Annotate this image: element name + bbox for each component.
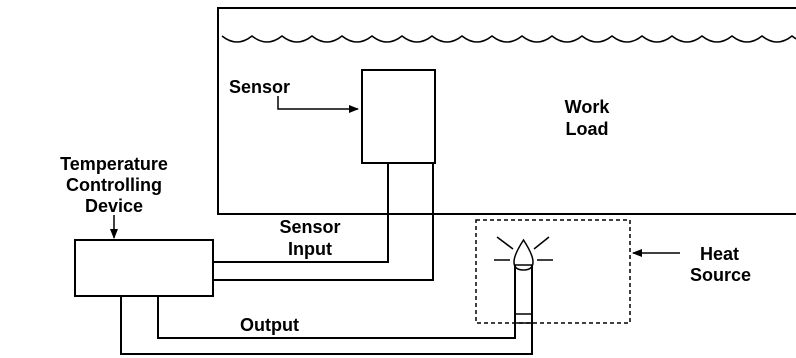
heat-source-label-line1: Heat — [700, 244, 739, 264]
work-load-tank — [217, 7, 796, 215]
work-load-label-line1: Work — [565, 97, 611, 117]
heat-source-enclosure — [475, 219, 631, 324]
output-wire-upper — [157, 265, 516, 339]
heat-source-label-line2: Source — [690, 265, 751, 285]
sensor-input-label-line2: Input — [288, 239, 332, 259]
burner-tube — [514, 264, 533, 324]
sensor-box — [361, 69, 436, 164]
output-wire-lower — [120, 265, 533, 355]
sensor-input-wire-inner — [213, 163, 389, 263]
flame-icon — [513, 238, 534, 271]
liquid-surface-waves — [221, 35, 796, 43]
temperature-device-label-line2: Controlling — [66, 175, 162, 195]
temperature-controlling-device-box — [74, 239, 214, 297]
output-label: Output — [240, 315, 299, 335]
heat-rays — [494, 236, 553, 261]
sensor-pointer-arrow — [277, 96, 359, 113]
temperature-device-label-line3: Device — [85, 196, 143, 216]
temperature-device-label-line1: Temperature — [60, 154, 168, 174]
work-load-label-line2: Load — [566, 119, 609, 139]
sensor-label: Sensor — [229, 77, 290, 97]
sensor-input-label-line1: Sensor — [279, 217, 340, 237]
sensor-input-wire-outer — [213, 163, 434, 281]
